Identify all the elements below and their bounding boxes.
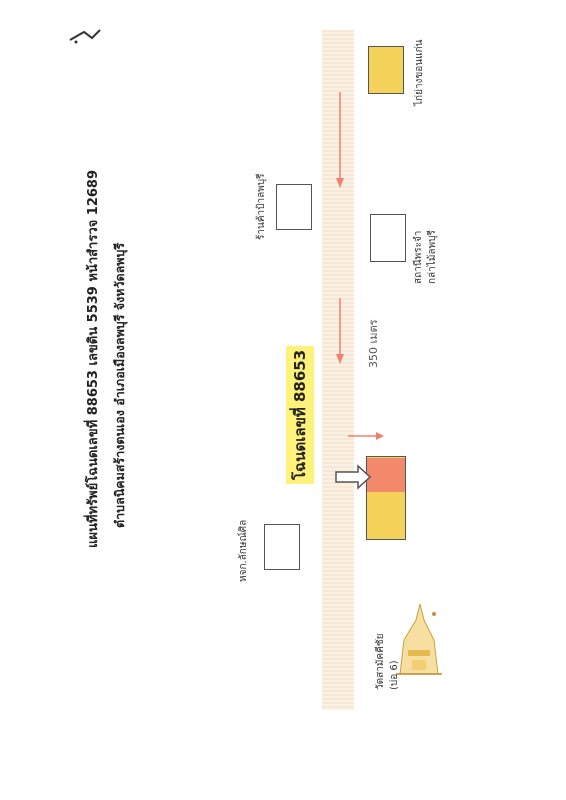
landmark-lane-box <box>264 524 300 570</box>
main-road <box>322 30 354 710</box>
landmark-top-right-label: ไก่ย่างขอนแก่น <box>414 39 425 106</box>
scan-mark-icon <box>69 29 101 44</box>
landmark-temple-label: วัดสามัคคีชัย (บ่อ 6) <box>375 633 400 690</box>
landmark-shop-box <box>276 184 312 230</box>
entry-arrow-icon <box>335 464 372 490</box>
road-arrow-down-icon <box>336 92 344 188</box>
road-arrow-down-icon-2 <box>336 298 344 364</box>
landmark-shop-label: ร้านค้าป้าลพบุรี <box>256 173 267 240</box>
plot-label: โฉนดเลขที่ 88653 <box>286 345 314 484</box>
distance-label: 350 เมตร <box>367 319 380 368</box>
landmark-top-right-box <box>368 46 404 94</box>
plot-arrow-right-icon <box>348 432 384 440</box>
landmark-lane-label: หจก.ลักษณ์ศิล <box>238 519 249 582</box>
map-title-line1: แผนที่ทรัพย์โฉนดเลขที่ 88653 เลขดิน 5539… <box>86 169 101 548</box>
temple-icon <box>396 603 442 675</box>
map-title-line2: ตำบลนิคมสร้างตนเอง อำเภอเมืองลพบุรี จังห… <box>112 242 127 528</box>
landmark-station-box <box>370 214 406 262</box>
landmark-station-label: สถานีพระจำ กล่าไม้ลพบุรี <box>413 230 438 284</box>
land-plot-mark <box>367 458 405 492</box>
